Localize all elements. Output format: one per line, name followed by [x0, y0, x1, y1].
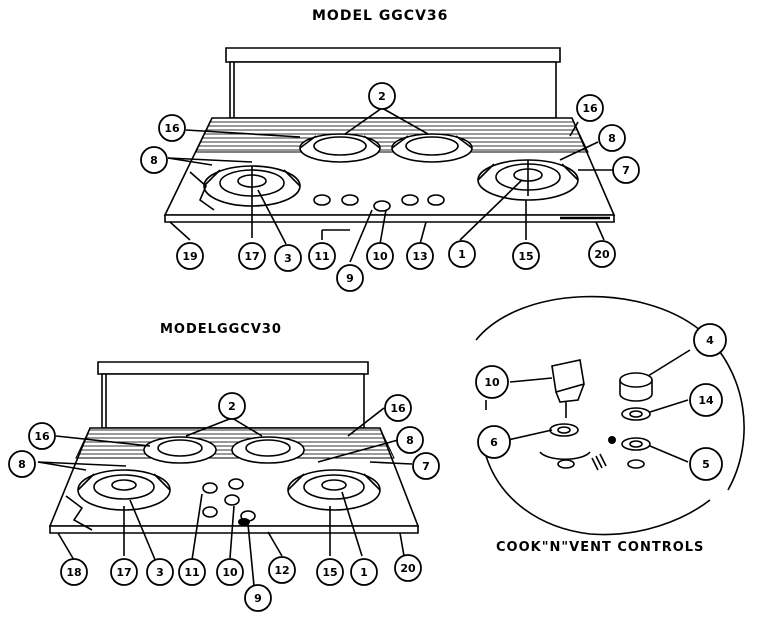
callout-number: 16 — [34, 430, 50, 443]
callout-number: 2 — [228, 400, 236, 413]
stem-6-detail — [539, 423, 607, 471]
callout-top-8: 17 — [238, 242, 266, 270]
callout-number: 16 — [582, 102, 598, 115]
callout-top-16: 20 — [588, 240, 616, 268]
callout-number: 16 — [390, 402, 406, 415]
burner-left-front — [203, 165, 301, 207]
callout-top-9: 3 — [274, 244, 302, 272]
callout-top-11: 9 — [336, 264, 364, 292]
burner-right-front-30 — [287, 469, 381, 511]
callout-bottom-1: 16 — [28, 422, 56, 450]
callout-number: 9 — [346, 272, 354, 285]
callout-number: 15 — [518, 250, 533, 263]
callout-number: 8 — [150, 154, 158, 167]
callout-top-10: 11 — [308, 242, 336, 270]
callout-number: 13 — [412, 250, 427, 263]
callout-number: 7 — [622, 164, 630, 177]
callout-number: 17 — [244, 250, 259, 263]
callout-top-14: 1 — [448, 240, 476, 268]
cook-n-vent-controls-detail — [475, 295, 745, 536]
callout-number: 1 — [458, 248, 466, 261]
control-knobs-ggcv36 — [313, 194, 445, 212]
callout-bottom-11: 10 — [216, 558, 244, 586]
washer-14-detail — [621, 407, 651, 421]
callout-number: 5 — [702, 458, 710, 471]
callout-top-13: 13 — [406, 242, 434, 270]
callout-number: 4 — [706, 334, 714, 347]
callout-number: 6 — [490, 436, 498, 449]
burner-center-right — [391, 133, 473, 163]
callout-bottom-8: 17 — [110, 558, 138, 586]
callout-bottom-2: 8 — [8, 450, 36, 478]
callout-number: 20 — [594, 248, 610, 261]
callout-controls-3: 4 — [693, 323, 727, 357]
callout-top-6: 7 — [612, 156, 640, 184]
callout-number: 8 — [608, 132, 616, 145]
model-ggcv36-title: MODEL GGCV36 — [312, 8, 449, 24]
callout-top-12: 10 — [366, 242, 394, 270]
callout-number: 10 — [222, 566, 238, 579]
callout-number: 11 — [184, 566, 199, 579]
callout-controls-1: 10 — [475, 365, 509, 399]
callout-controls-5: 5 — [689, 447, 723, 481]
callout-controls-4: 14 — [689, 383, 723, 417]
callout-number: 20 — [400, 562, 416, 575]
callout-number: 7 — [422, 460, 430, 473]
callout-number: 3 — [156, 566, 164, 579]
callout-bottom-16: 20 — [394, 554, 422, 582]
burner-center-left-30 — [143, 436, 217, 464]
callout-number: 16 — [164, 122, 180, 135]
callout-number: 17 — [116, 566, 131, 579]
callout-number: 11 — [314, 250, 329, 263]
callout-number: 1 — [360, 566, 368, 579]
callout-controls-2: 6 — [477, 425, 511, 459]
washer-5-detail — [608, 436, 651, 469]
cooktop-ggcv30 — [48, 361, 420, 534]
callout-bottom-13: 12 — [268, 556, 296, 584]
callout-bottom-9: 3 — [146, 558, 174, 586]
callout-bottom-3: 2 — [218, 392, 246, 420]
callout-bottom-15: 1 — [350, 558, 378, 586]
callout-number: 3 — [284, 252, 292, 265]
callout-number: 14 — [698, 394, 714, 407]
callout-bottom-10: 11 — [178, 558, 206, 586]
callout-bottom-4: 16 — [384, 394, 412, 422]
callout-number: 10 — [484, 376, 500, 389]
callout-top-2: 8 — [140, 146, 168, 174]
model-ggcv30-title: MODELGGCV30 — [160, 322, 282, 337]
burner-right-front — [477, 159, 579, 201]
callout-number: 15 — [322, 566, 337, 579]
callout-top-4: 16 — [576, 94, 604, 122]
burner-center-right-30 — [231, 436, 305, 464]
callout-top-7: 19 — [176, 242, 204, 270]
callout-top-5: 8 — [598, 124, 626, 152]
callout-number: 2 — [378, 90, 386, 103]
callout-top-15: 15 — [512, 242, 540, 270]
knob-4-detail — [619, 372, 653, 402]
burner-center-left — [299, 133, 381, 163]
callout-bottom-7: 18 — [60, 558, 88, 586]
callout-number: 18 — [66, 566, 81, 579]
knob-10-detail — [551, 359, 585, 418]
callout-number: 10 — [372, 250, 388, 263]
callout-number: 8 — [18, 458, 26, 471]
callout-top-3: 2 — [368, 82, 396, 110]
callout-number: 19 — [182, 250, 197, 263]
cooktop-ggcv36 — [163, 47, 616, 223]
callout-bottom-6: 7 — [412, 452, 440, 480]
callout-number: 9 — [254, 592, 262, 605]
callout-number: 12 — [274, 564, 289, 577]
callout-top-1: 16 — [158, 114, 186, 142]
callout-bottom-5: 8 — [396, 426, 424, 454]
callout-bottom-12: 9 — [244, 584, 272, 612]
callout-number: 8 — [406, 434, 414, 447]
cook-n-vent-controls-title: COOK"N"VENT CONTROLS — [496, 540, 705, 555]
burner-left-front-30 — [77, 469, 171, 511]
callout-bottom-14: 15 — [316, 558, 344, 586]
control-knobs-ggcv30 — [202, 478, 256, 526]
